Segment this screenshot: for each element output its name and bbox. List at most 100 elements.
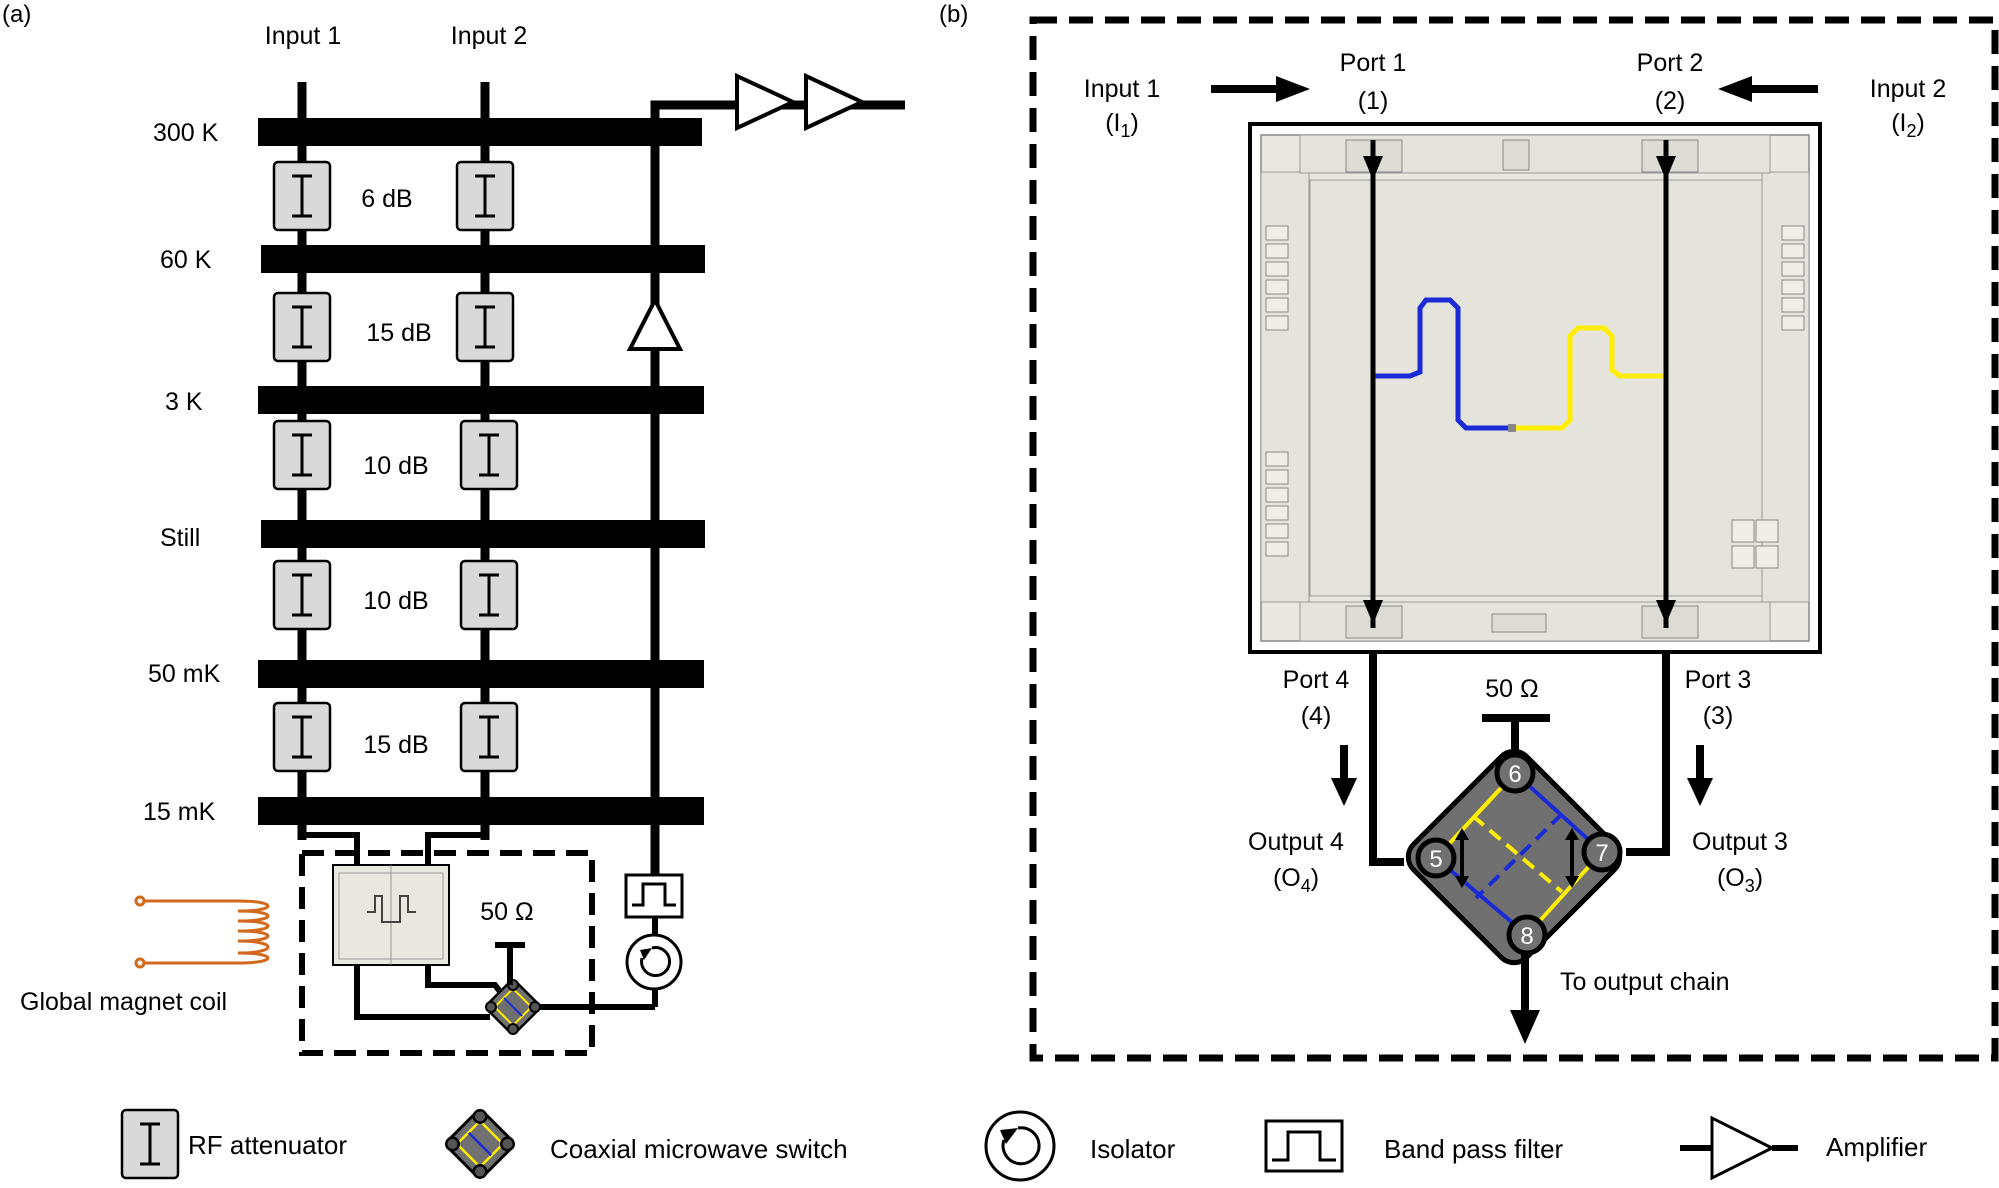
stage-plate-300k [258, 118, 702, 146]
legend-attenuator-label: RF attenuator [188, 1130, 347, 1160]
output-chain-label: To output chain [1560, 968, 1730, 996]
attenuation-label-3: 10 dB [363, 452, 428, 480]
switch-port-6: 6 [1494, 752, 1536, 794]
port-4-arrow-chip [1363, 600, 1383, 624]
port-2-number: (2) [1655, 87, 1686, 115]
panel-a: (a) Input 1 Input 2 300 K 60 K 3 K Still… [2, 1, 905, 1056]
isolator-arrow [640, 946, 671, 977]
attenuation-label-1: 6 dB [361, 185, 412, 213]
input-1-label: Input 1 [265, 22, 341, 50]
amplifier-rt2-icon [804, 72, 867, 132]
amplifier-4k-icon [626, 295, 684, 351]
attenuation-label-4: 10 dB [363, 587, 428, 615]
output-3-symbol: (O3) [1717, 864, 1763, 896]
output-3-arrowhead [1687, 778, 1713, 806]
legend-switch-icon [443, 1107, 517, 1181]
stage-label-15mk: 15 mK [143, 798, 216, 826]
port-1-arrow-top [1363, 156, 1383, 180]
svg-text:7: 7 [1595, 840, 1608, 867]
chip-to-switch-1 [354, 965, 490, 1020]
attenuator-1-50mk-15mk [272, 701, 332, 773]
chip-small [332, 864, 450, 966]
port-1-label: Port 1 [1340, 49, 1407, 77]
legend-filter-glyph [1272, 1130, 1336, 1162]
coil-label: Global magnet coil [20, 988, 227, 1016]
input-1-b-label: Input 1 [1084, 75, 1160, 103]
stage-label-60k: 60 K [160, 246, 212, 274]
switch-port-5: 5 [1415, 837, 1457, 879]
panel-b-label: (b) [939, 1, 968, 28]
switch-port-7: 7 [1581, 831, 1623, 873]
port-2-arrow-top [1656, 156, 1676, 180]
output-4-arrowhead [1331, 778, 1357, 806]
chip-path-yellow [1512, 325, 1668, 431]
svg-text:5: 5 [1429, 846, 1442, 873]
attenuation-label-2: 15 dB [366, 319, 431, 347]
input-2-b-label: Input 2 [1870, 75, 1946, 103]
legend-attenuator-icon [120, 1108, 180, 1180]
port-3-number: (3) [1703, 702, 1734, 730]
legend-isolator-arrow [1001, 1126, 1041, 1166]
port-3-arrow-chip [1656, 600, 1676, 624]
stage-plate-50mk [258, 660, 704, 688]
stage-label-300k: 300 K [153, 119, 219, 147]
attenuator-2-3k-still [459, 419, 519, 491]
attenuator-1-60k-3k [272, 291, 332, 363]
stage-label-50mk: 50 mK [148, 660, 221, 688]
legend-isolator-label: Isolator [1090, 1134, 1176, 1164]
legend-switch-label: Coaxial microwave switch [550, 1134, 848, 1164]
stage-plate-60k [261, 245, 705, 273]
switch-port-8: 8 [1506, 914, 1548, 956]
panel-a-label: (a) [2, 1, 31, 28]
attenuator-2-60k-3k [455, 291, 515, 363]
svg-text:6: 6 [1508, 761, 1521, 788]
legend-filter-icon [1264, 1119, 1344, 1173]
port-2-label: Port 2 [1637, 49, 1704, 77]
port-1-number: (1) [1358, 87, 1389, 115]
isolator-arrowhead [640, 948, 652, 960]
attenuator-2-300k-60k [455, 160, 515, 232]
attenuator-2-still-50mk [459, 559, 519, 631]
input-2-label: Input 2 [451, 22, 527, 50]
attenuator-2-50mk-15mk [459, 701, 519, 773]
legend-amplifier-label: Amplifier [1826, 1132, 1927, 1162]
legend: RF attenuator Coaxial microwave switch I… [120, 1107, 1927, 1182]
output-4-label: Output 4 [1248, 828, 1344, 856]
bandpass-filter-glyph [632, 882, 676, 907]
port-4-number: (4) [1301, 702, 1332, 730]
output-4-symbol: (O4) [1273, 864, 1319, 896]
output-3-label: Output 3 [1692, 828, 1788, 856]
legend-isolator-arrowhead [1000, 1128, 1018, 1144]
chip-path-blue [1372, 297, 1512, 431]
input-1-b-symbol: (I1) [1105, 109, 1139, 141]
isolator-icon [625, 933, 683, 991]
legend-isolator-icon [984, 1110, 1056, 1182]
output-line [650, 100, 905, 880]
panel-b-frame [1029, 16, 1999, 1062]
attenuator-1-3k-still [272, 419, 332, 491]
stage-plate-15mk [258, 797, 704, 825]
stage-plate-still [261, 520, 705, 548]
panel-b: (b) Input 1 (I1) Input 2 (I2) Port 1 (1)… [939, 1, 1999, 1062]
bandpass-filter-icon [624, 873, 684, 919]
input-2-b-symbol: (I2) [1891, 109, 1925, 141]
output-chain-arrowhead [1510, 1010, 1540, 1044]
sample-box [299, 850, 595, 1056]
stage-plate-3k [258, 386, 704, 414]
magnet-coil-icon [134, 895, 270, 969]
port-3-to-switch [1626, 652, 1670, 856]
input-2-arrowhead [1718, 76, 1752, 102]
input-1-arrowhead [1276, 76, 1310, 102]
legend-filter-label: Band pass filter [1384, 1134, 1564, 1164]
chip-large [1248, 122, 1822, 654]
legend-amplifier-icon [1710, 1115, 1776, 1181]
amplifier-rt1-icon [735, 72, 798, 132]
attenuation-label-5: 15 dB [363, 731, 428, 759]
attenuator-1-still-50mk [272, 559, 332, 631]
port-4-to-switch [1369, 652, 1404, 866]
port-3-label: Port 3 [1685, 666, 1752, 694]
termination-label-a: 50 Ω [480, 898, 533, 926]
svg-text:8: 8 [1520, 923, 1533, 950]
input-1-to-chip [299, 825, 360, 865]
